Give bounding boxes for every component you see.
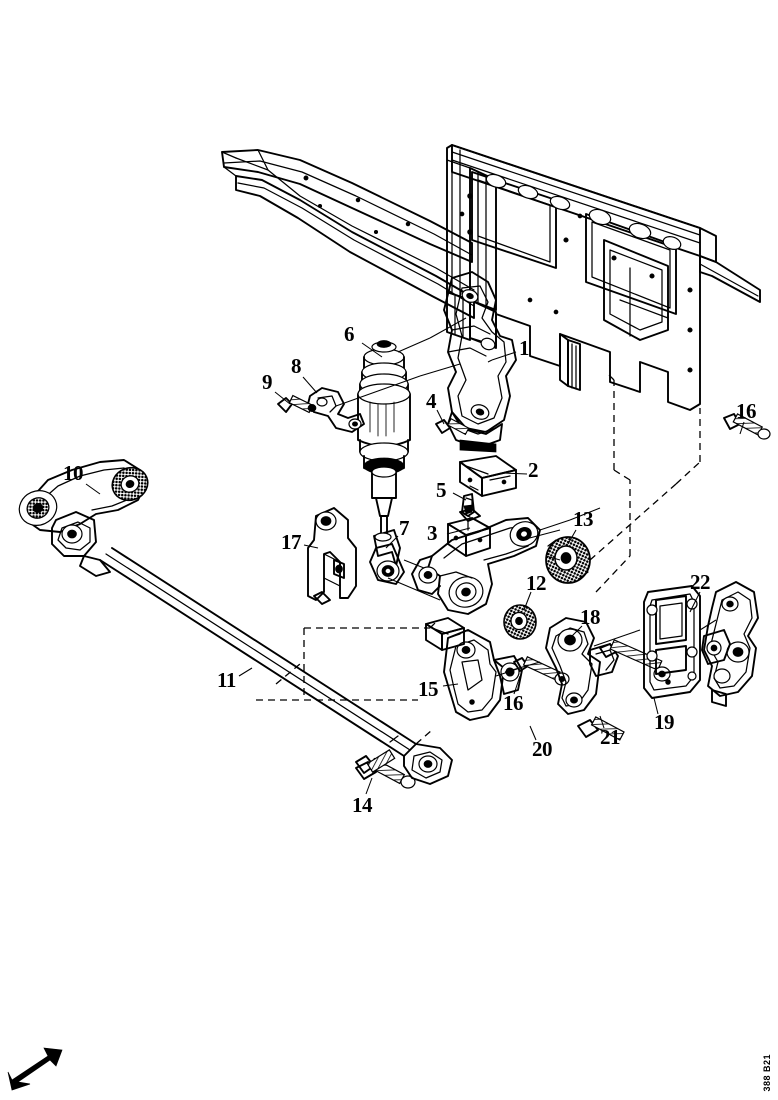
bolt-part-21 (577, 716, 625, 741)
bracket-part-8-and-bolt-9 (277, 387, 365, 433)
assembly-guide-dashed-lines (256, 371, 701, 745)
callout-13: 13 (573, 507, 594, 531)
callout-15: 15 (418, 677, 439, 701)
bolt-part-4 (435, 418, 470, 436)
callout-19: 19 (654, 710, 675, 734)
callout-22: 22 (690, 570, 711, 594)
bushing-part-13 (545, 536, 591, 584)
callout-9: 9 (262, 370, 273, 394)
isolator-part-5 (461, 493, 475, 517)
bracket-part-22 (643, 585, 701, 699)
callout-4: 4 (426, 389, 437, 413)
callout-12: 12 (526, 571, 547, 595)
bracket-part-17 (307, 507, 357, 605)
lower-control-arm (411, 517, 541, 615)
arm-part-18 (545, 617, 619, 715)
callout-17: 17 (281, 530, 302, 554)
stabilizer-bar-part-11 (99, 547, 453, 785)
callout-7: 7 (399, 516, 410, 540)
direction-arrow-marker (7, 1047, 63, 1091)
knuckle-bracket-part-1 (443, 271, 517, 453)
upper-control-arm-part-10 (18, 459, 149, 577)
callout-16-right: 16 (736, 399, 757, 423)
mount-pad-part-2 (459, 455, 517, 497)
callout-6: 6 (344, 322, 355, 346)
callout-21: 21 (600, 725, 621, 749)
callout-8: 8 (291, 354, 302, 378)
bushing-part-12 (503, 604, 537, 640)
link-part-7 (369, 529, 405, 585)
knuckle-right-assembly (701, 581, 759, 707)
callout-1: 1 (519, 336, 530, 360)
bolt-part-16-right (723, 413, 771, 440)
radiator-core-support (446, 144, 761, 411)
air-spring-strut-part-6 (357, 340, 411, 535)
callout-11: 11 (217, 668, 236, 692)
bolt-part-19-long (599, 639, 671, 682)
callout-20: 20 (532, 737, 553, 761)
frame-rail-group (221, 149, 475, 319)
callout-3: 3 (427, 521, 438, 545)
reference-code: 388 B21 (762, 1054, 772, 1092)
callout-5: 5 (436, 478, 447, 502)
callout-14: 14 (352, 793, 373, 817)
callout-10: 10 (63, 461, 84, 485)
callout-2: 2 (528, 458, 539, 482)
callout-16: 16 (503, 691, 524, 715)
leader-lines (85, 317, 745, 795)
bolt-part-14 (355, 749, 396, 774)
callout-18: 18 (580, 605, 601, 629)
